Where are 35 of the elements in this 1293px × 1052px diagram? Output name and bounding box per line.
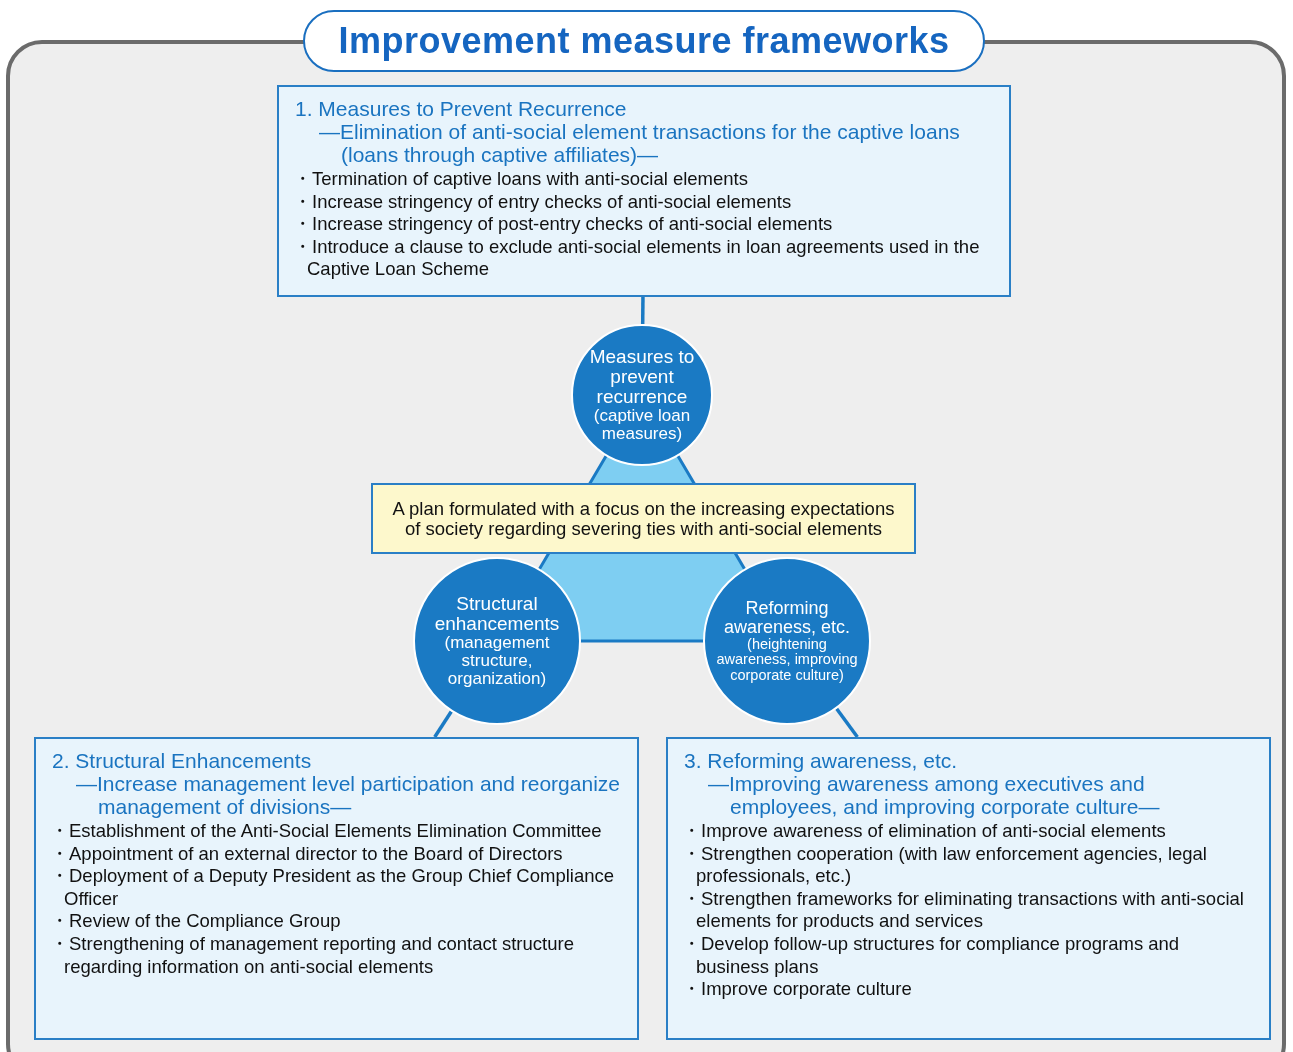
circle-title: Measures to prevent recurrence bbox=[588, 347, 696, 408]
circle-title: Reforming awareness, etc. bbox=[722, 599, 852, 638]
plan-text: A plan formulated with a focus on the increasing expectations of society regarding severing ties with anti-social elements bbox=[391, 498, 896, 539]
bullet-item: ・Improve awareness of elimination of anti-social elements bbox=[684, 820, 1167, 843]
box-subheading: —Improving awareness among executives and employees, and improving corporate culture— bbox=[707, 772, 1161, 818]
bullet-item: ・Strengthening of management reporting and contact structure regarding information on anti-social elements bbox=[52, 932, 575, 979]
title-banner: Improvement measure frameworks bbox=[303, 10, 985, 72]
plan-box bbox=[371, 483, 916, 554]
connector-line bbox=[640, 297, 645, 324]
measure-box bbox=[666, 737, 1271, 1040]
connector-line bbox=[835, 707, 859, 739]
circle-subtitle: (captive loan measures) bbox=[592, 407, 692, 443]
box-heading: 3. Reforming awareness, etc. bbox=[684, 749, 959, 772]
circle-title: Structural enhancements bbox=[433, 594, 561, 635]
bullet-item: ・Improve corporate culture bbox=[684, 978, 913, 1001]
box-subheading: —Elimination of anti-social element transactions for the captive loans (loans through captive affiliates)— bbox=[318, 120, 961, 166]
bullet-item: ・Introduce a clause to exclude anti-social elements in loan agreements used in the Captive Loan Scheme bbox=[295, 235, 981, 281]
bullet-item: ・Deployment of a Deputy President as the Group Chief Compliance Officer bbox=[52, 865, 615, 911]
bullet-item: ・Review of the Compliance Group bbox=[52, 910, 342, 933]
bullet-item: ・Increase stringency of post-entry checks of anti-social elements bbox=[295, 213, 834, 236]
box-heading: 1. Measures to Prevent Recurrence bbox=[295, 97, 628, 120]
circle-subtitle: (heightening awareness, improving corporate culture) bbox=[715, 637, 859, 683]
box-subheading: —Increase management level participation and reorganize management of divisions— bbox=[75, 772, 621, 818]
circle-subtitle: (management structure, organization) bbox=[443, 634, 551, 688]
bullet-item: ・Develop follow-up structures for compliance programs and business plans bbox=[684, 932, 1181, 979]
bullet-item: ・Termination of captive loans with anti-social elements bbox=[295, 168, 749, 191]
bullet-item: ・Appointment of an external director to the Board of Directors bbox=[52, 842, 564, 866]
bullet-item: ・Increase stringency of entry checks of anti-social elements bbox=[295, 190, 793, 214]
measure-box bbox=[277, 85, 1011, 297]
bullet-item: ・Strengthen frameworks for eliminating transactions with anti-social elements for products and services bbox=[684, 887, 1245, 933]
connector-line bbox=[433, 710, 453, 738]
box-heading: 2. Structural Enhancements bbox=[52, 749, 313, 772]
measure-box bbox=[34, 737, 639, 1040]
bullet-item: ・Strengthen cooperation (with law enforcement agencies, legal professionals, etc.) bbox=[684, 842, 1208, 888]
bullet-item: ・Establishment of the Anti-Social Elements Elimination Committee bbox=[52, 820, 603, 843]
